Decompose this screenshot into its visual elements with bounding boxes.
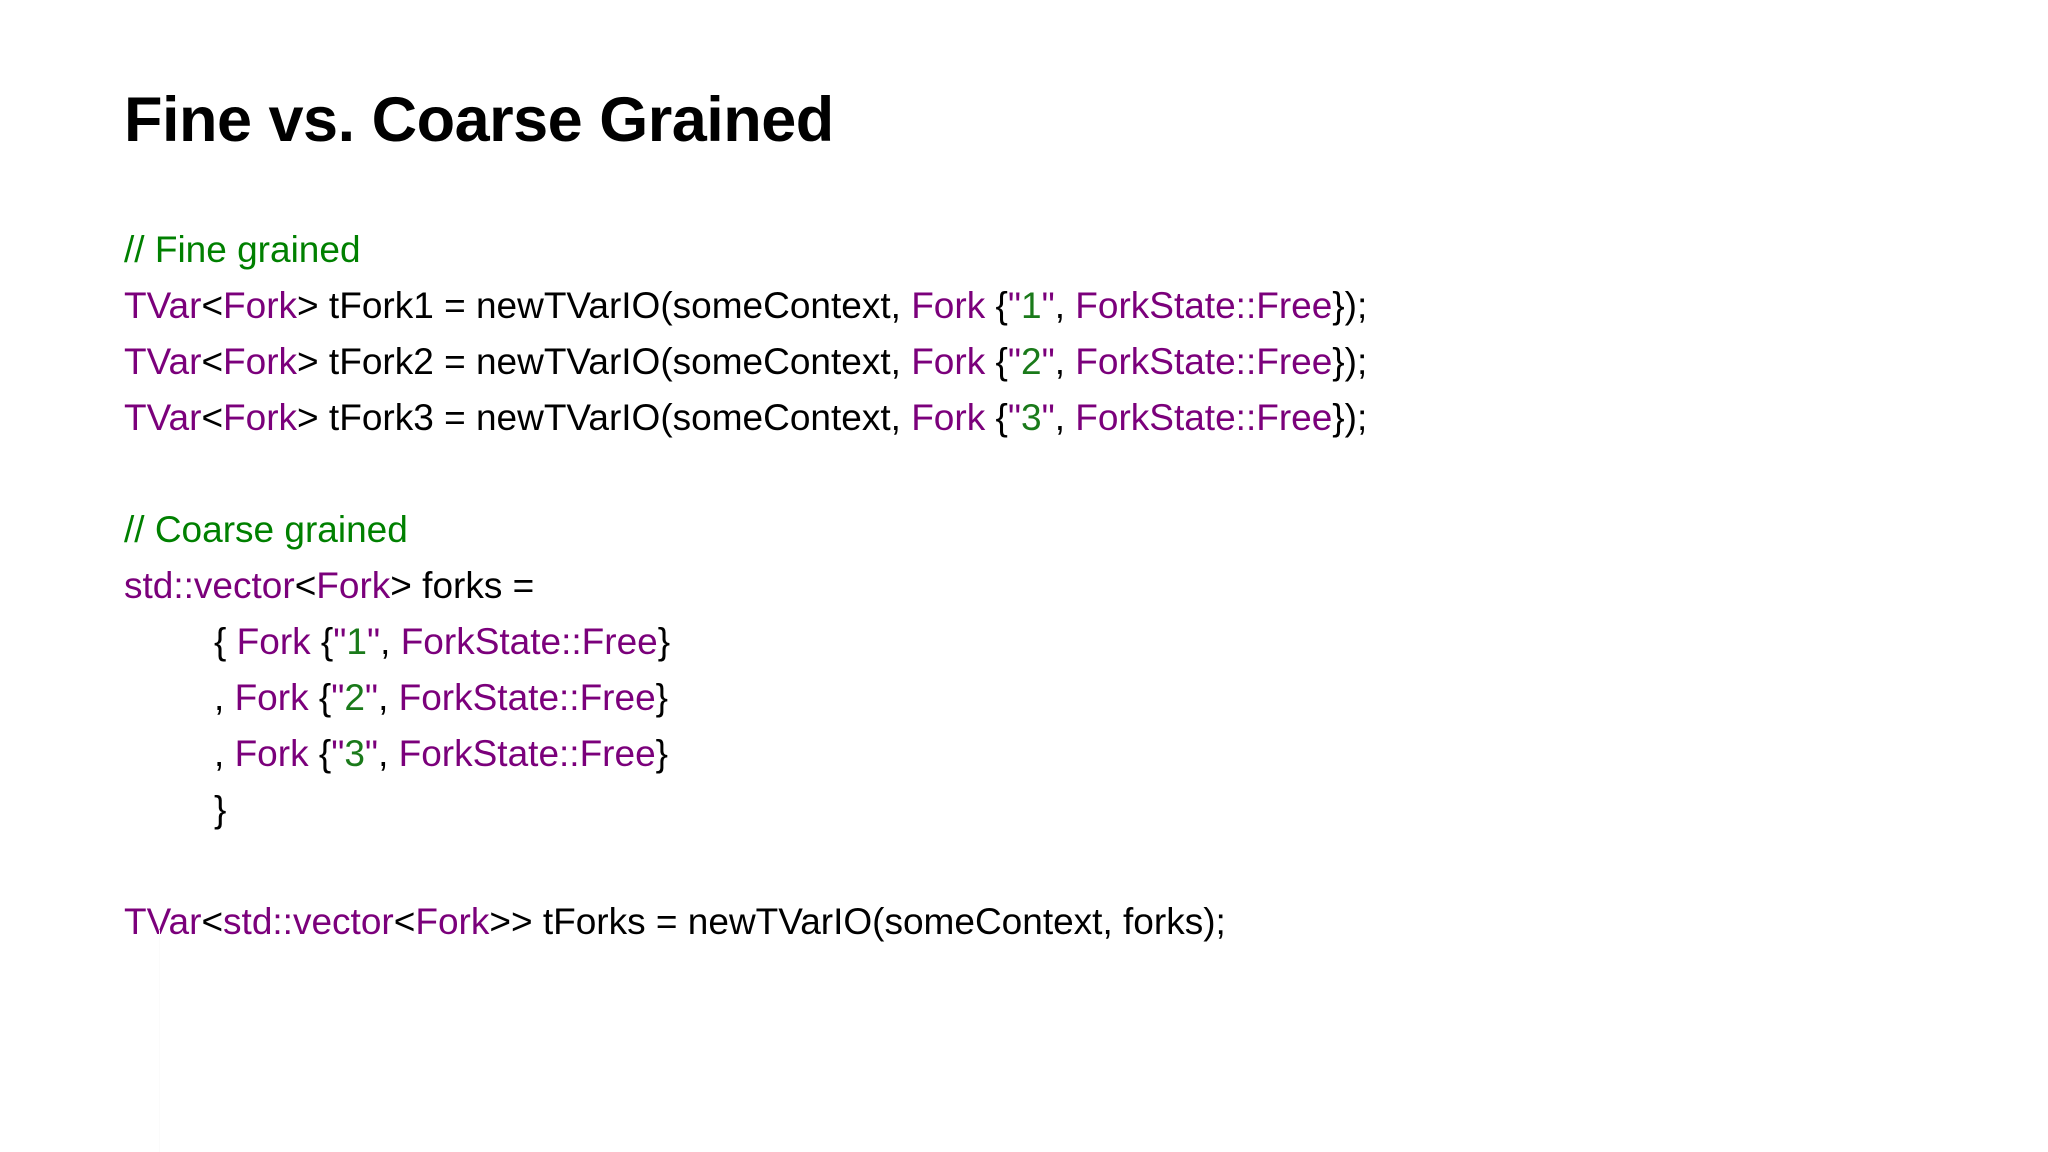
code-token-plain: > tFork3 = newTVarIO(someContext, <box>297 397 912 438</box>
code-token-str: 1 <box>346 621 367 662</box>
background-seam-artifact <box>159 930 160 1152</box>
code-token-type: TVar <box>124 397 202 438</box>
code-token-type: TVar <box>124 901 202 942</box>
code-line: { Fork {"1", ForkState::Free} <box>124 614 1824 670</box>
code-token-cmt: // Fine grained <box>124 229 361 270</box>
code-token-plain: > tFork2 = newTVarIO(someContext, <box>297 341 912 382</box>
code-token-plain: { <box>310 621 334 662</box>
code-token-quote: " <box>1007 397 1021 438</box>
code-token-type: std::vector <box>223 901 394 942</box>
code-line: , Fork {"3", ForkState::Free} <box>124 726 1824 782</box>
code-token-quote: " <box>1007 285 1021 326</box>
code-token-plain: < <box>393 901 416 942</box>
code-line: } <box>124 782 1824 838</box>
code-token-plain: { <box>308 733 332 774</box>
code-token-type: ForkState::Free <box>400 621 658 662</box>
code-token-str: 3 <box>344 733 365 774</box>
code-line: TVar<Fork> tFork2 = newTVarIO(someContex… <box>124 334 1824 390</box>
code-token-quote: " <box>1041 285 1055 326</box>
code-token-type: ForkState::Free <box>1075 341 1333 382</box>
code-token-type: Fork <box>415 901 490 942</box>
code-token-str: 3 <box>1020 397 1042 438</box>
page-title: Fine vs. Coarse Grained <box>124 85 834 156</box>
code-token-plain: , <box>378 733 399 774</box>
code-token-plain: { <box>214 621 237 662</box>
code-token-quote: " <box>1007 341 1021 382</box>
code-token-plain: , <box>1054 285 1076 326</box>
code-token-plain: }); <box>1332 341 1368 382</box>
code-token-type: Fork <box>316 565 391 606</box>
code-token-str: 2 <box>1020 341 1042 382</box>
code-token-plain: , <box>378 677 399 718</box>
code-token-plain: , <box>380 621 401 662</box>
code-token-quote: " <box>331 677 345 718</box>
code-line: TVar<std::vector<Fork>> tForks = newTVar… <box>124 894 1824 950</box>
code-line: TVar<Fork> tFork3 = newTVarIO(someContex… <box>124 390 1824 446</box>
code-token-type: Fork <box>223 341 298 382</box>
code-token-plain: < <box>201 901 224 942</box>
code-token-type: ForkState::Free <box>398 733 656 774</box>
code-line: std::vector<Fork> forks = <box>124 558 1824 614</box>
code-line <box>124 838 1824 894</box>
code-token-type: ForkState::Free <box>1075 397 1333 438</box>
code-line: // Fine grained <box>124 222 1824 278</box>
code-token-quote: " <box>364 677 379 718</box>
code-token-plain: > tFork1 = newTVarIO(someContext, <box>297 285 912 326</box>
code-token-type: Fork <box>234 733 309 774</box>
code-token-plain: } <box>655 733 669 774</box>
code-token-type: Fork <box>234 677 309 718</box>
code-token-plain: , <box>214 677 235 718</box>
code-token-str: 2 <box>344 677 365 718</box>
code-line: // Coarse grained <box>124 502 1824 558</box>
code-token-quote: " <box>1041 341 1055 382</box>
code-line <box>124 446 1824 502</box>
code-token-type: Fork <box>223 285 298 326</box>
code-token-plain: < <box>294 565 317 606</box>
code-token-plain: { <box>985 341 1008 382</box>
code-token-type: std::vector <box>124 565 295 606</box>
code-token-plain: { <box>308 677 332 718</box>
code-token-quote: " <box>333 621 347 662</box>
code-token-type: ForkState::Free <box>398 677 656 718</box>
code-token-type: TVar <box>124 341 202 382</box>
code-token-plain: { <box>985 397 1008 438</box>
code-token-plain: , <box>1054 397 1076 438</box>
code-token-plain: , <box>214 733 235 774</box>
code-token-plain: < <box>201 341 224 382</box>
code-token-quote: " <box>1041 397 1055 438</box>
code-token-plain: < <box>201 285 224 326</box>
code-token-type: ForkState::Free <box>1075 285 1333 326</box>
code-token-type: TVar <box>124 285 202 326</box>
code-token-plain: } <box>655 677 669 718</box>
code-token-plain: }); <box>1332 397 1368 438</box>
code-token-str: 1 <box>1020 285 1042 326</box>
code-token-type: Fork <box>911 397 986 438</box>
code-line: TVar<Fork> tFork1 = newTVarIO(someContex… <box>124 278 1824 334</box>
code-token-plain: { <box>985 285 1008 326</box>
code-token-plain: } <box>657 621 671 662</box>
code-token-type: Fork <box>236 621 311 662</box>
code-line: , Fork {"2", ForkState::Free} <box>124 670 1824 726</box>
code-token-quote: " <box>367 621 381 662</box>
code-token-plain: >> tForks = newTVarIO(someContext, forks… <box>489 901 1226 942</box>
code-token-type: Fork <box>911 341 986 382</box>
code-token-quote: " <box>331 733 345 774</box>
code-token-plain: > forks = <box>390 565 535 606</box>
code-token-plain: , <box>1054 341 1076 382</box>
code-token-type: Fork <box>223 397 298 438</box>
code-token-plain: }); <box>1332 285 1368 326</box>
code-token-quote: " <box>364 733 379 774</box>
code-token-plain: < <box>201 397 224 438</box>
code-token-plain: } <box>214 789 227 830</box>
code-token-type: Fork <box>911 285 986 326</box>
code-token-cmt: // Coarse grained <box>124 509 408 550</box>
